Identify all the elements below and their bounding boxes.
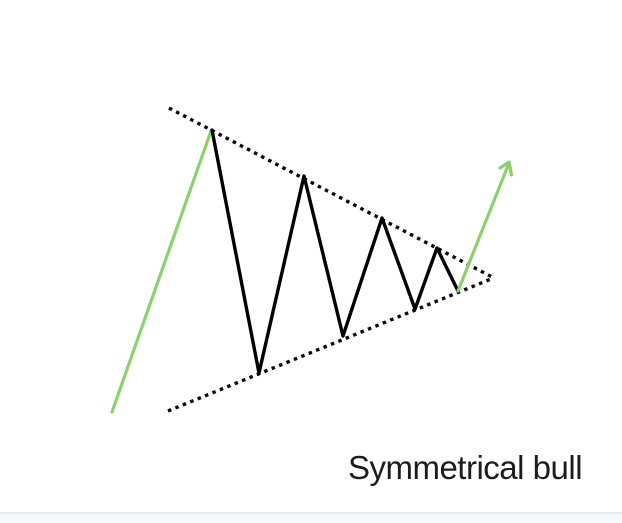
bottom-divider (0, 512, 622, 514)
lower-trendline (167, 277, 492, 413)
pattern-label: Symmetrical bull (347, 449, 583, 486)
entry-impulse-line (110, 129, 213, 414)
upper-trendline (168, 106, 495, 280)
breakout-arrow-head (498, 160, 514, 177)
price-zigzag (210, 128, 460, 375)
breakout-arrow-shaft (456, 161, 511, 293)
footer-strip (0, 514, 622, 523)
